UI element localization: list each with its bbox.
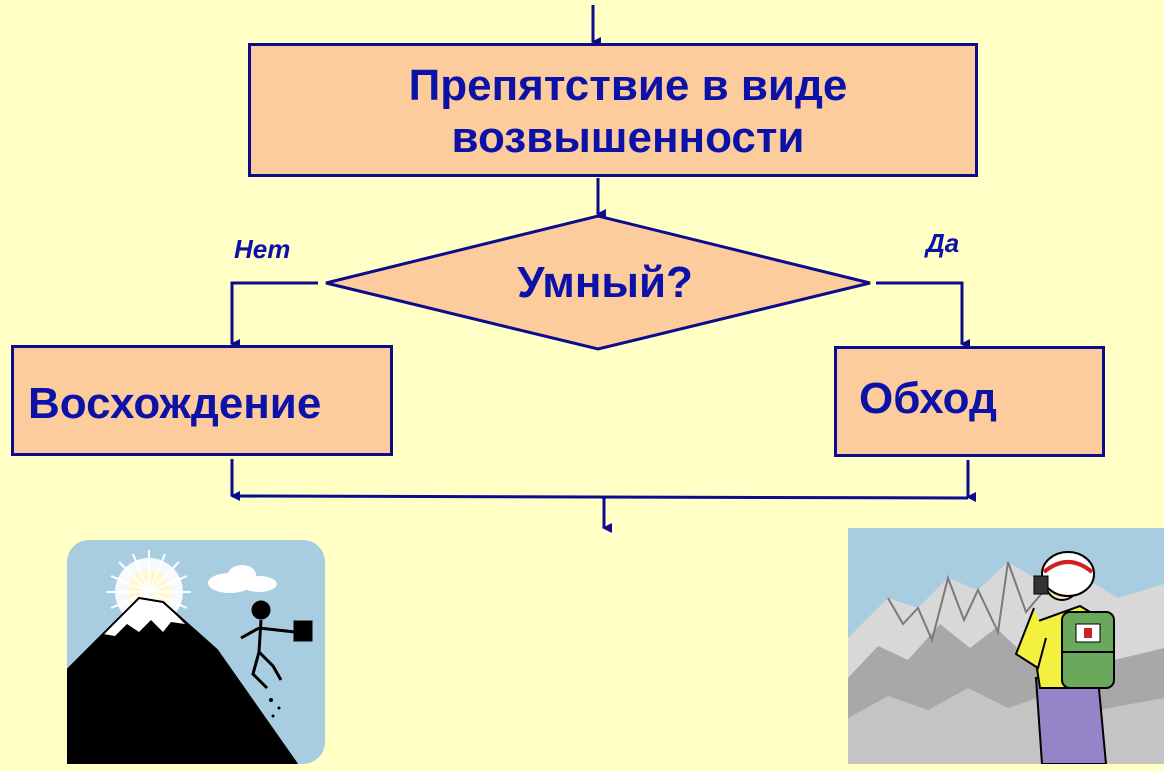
arrow-yes-branch [876, 281, 970, 349]
hat-icon [1041, 551, 1095, 597]
mountain-climber-illustration [67, 540, 325, 764]
climber-figure-icon [240, 600, 313, 690]
backpack-icon [1061, 611, 1115, 689]
decision-diamond [325, 214, 871, 351]
process-detour-box: Обход [834, 346, 1105, 457]
arrow-no-branch [230, 281, 318, 349]
binoculars-icon [1033, 575, 1049, 595]
merge-line [231, 494, 969, 500]
process-climb-box: Восхождение [11, 345, 393, 456]
hiker-binoculars-illustration [848, 528, 1164, 764]
cloud-icon [208, 565, 277, 593]
process-obstacle-line2: возвышенности [451, 113, 805, 162]
hiker-figure-icon [1014, 551, 1115, 764]
process-climb-label: Восхождение [28, 379, 322, 428]
mountain-icon [67, 596, 298, 764]
process-detour-label: Обход [859, 374, 997, 423]
decision-label: Умный? [517, 258, 693, 307]
process-obstacle-line1: Препятствие в виде [408, 61, 848, 110]
branch-yes-label: Да [926, 228, 960, 258]
process-obstacle-box: Препятствие в виде возвышенности [248, 43, 978, 177]
branch-no-label: Нет [234, 234, 291, 264]
